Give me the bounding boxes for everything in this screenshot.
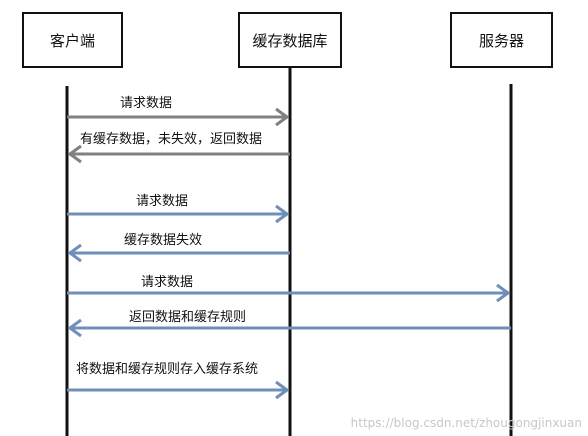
message-arrow-6 [67,318,511,338]
message-label-5: 请求数据 [141,275,194,290]
message-arrow-2 [67,144,290,164]
message-arrow-3 [67,204,290,224]
actor-cache-label: 缓存数据库 [252,31,328,50]
message-arrow-4 [67,243,290,263]
message-label-1: 请求数据 [120,96,173,111]
message-label-2: 有缓存数据，未失效，返回数据 [80,132,263,147]
message-label-7: 将数据和缓存规则存入缓存系统 [76,362,259,377]
message-label-6: 返回数据和缓存规则 [129,310,247,325]
message-label-3: 请求数据 [136,194,189,209]
actor-client-label: 客户端 [49,31,95,50]
message-label-4: 缓存数据失效 [124,233,203,248]
message-arrow-7 [67,380,290,400]
actor-server: 服务器 [450,12,553,68]
actor-cache: 缓存数据库 [238,12,342,68]
message-arrow-1 [67,107,290,127]
message-arrow-5 [67,283,511,303]
watermark: https://blog.csdn.net/zhougongjinxuan [350,416,582,430]
actor-client: 客户端 [22,12,123,68]
actor-server-label: 服务器 [478,31,524,50]
message-arrows [67,107,511,400]
